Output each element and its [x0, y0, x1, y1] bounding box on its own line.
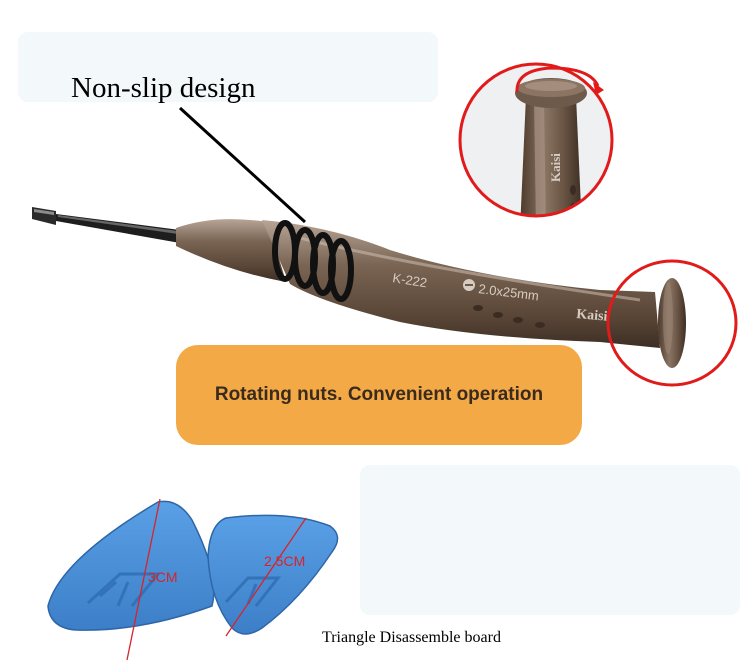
screwdriver-tip	[32, 207, 180, 243]
cap-highlight-circle	[606, 259, 738, 387]
zoom-highlight-circle	[458, 62, 614, 218]
picks-caption: Triangle Disassemble board	[322, 629, 501, 646]
grip-rings	[272, 220, 354, 302]
feature-banner: Rotating nuts. Convenient operation	[176, 345, 582, 445]
measure-line-large	[126, 498, 161, 661]
pick-large-size: 3CM	[148, 569, 178, 585]
screwdriver-collar	[176, 219, 286, 282]
zoom-brand-text: Kaisi	[548, 153, 563, 182]
measure-line-small	[225, 517, 307, 637]
feature-label: Non-slip design	[71, 72, 256, 104]
zoom-inset: Kaisi	[458, 62, 614, 218]
size-text: 2.0x25mm	[478, 281, 540, 303]
pick-small-size: 2.5CM	[264, 553, 305, 569]
pick-large: 3CM	[47, 498, 215, 661]
pick-logo-icon	[86, 572, 162, 607]
model-text: K-222	[392, 270, 429, 290]
banner-text: Rotating nuts. Convenient operation	[214, 384, 544, 405]
handle-holes	[473, 305, 545, 328]
callout-line	[178, 106, 307, 224]
brand-text: Kaisi	[576, 307, 608, 325]
background-haze-bottom	[360, 465, 740, 615]
background-haze-top	[18, 32, 438, 102]
screwdriver: K-222 2.0x25mm Kaisi	[32, 207, 686, 368]
screwdriver-handle	[262, 220, 660, 348]
rotation-arrow	[515, 66, 600, 93]
pick-small: 2.5CM	[207, 514, 339, 637]
